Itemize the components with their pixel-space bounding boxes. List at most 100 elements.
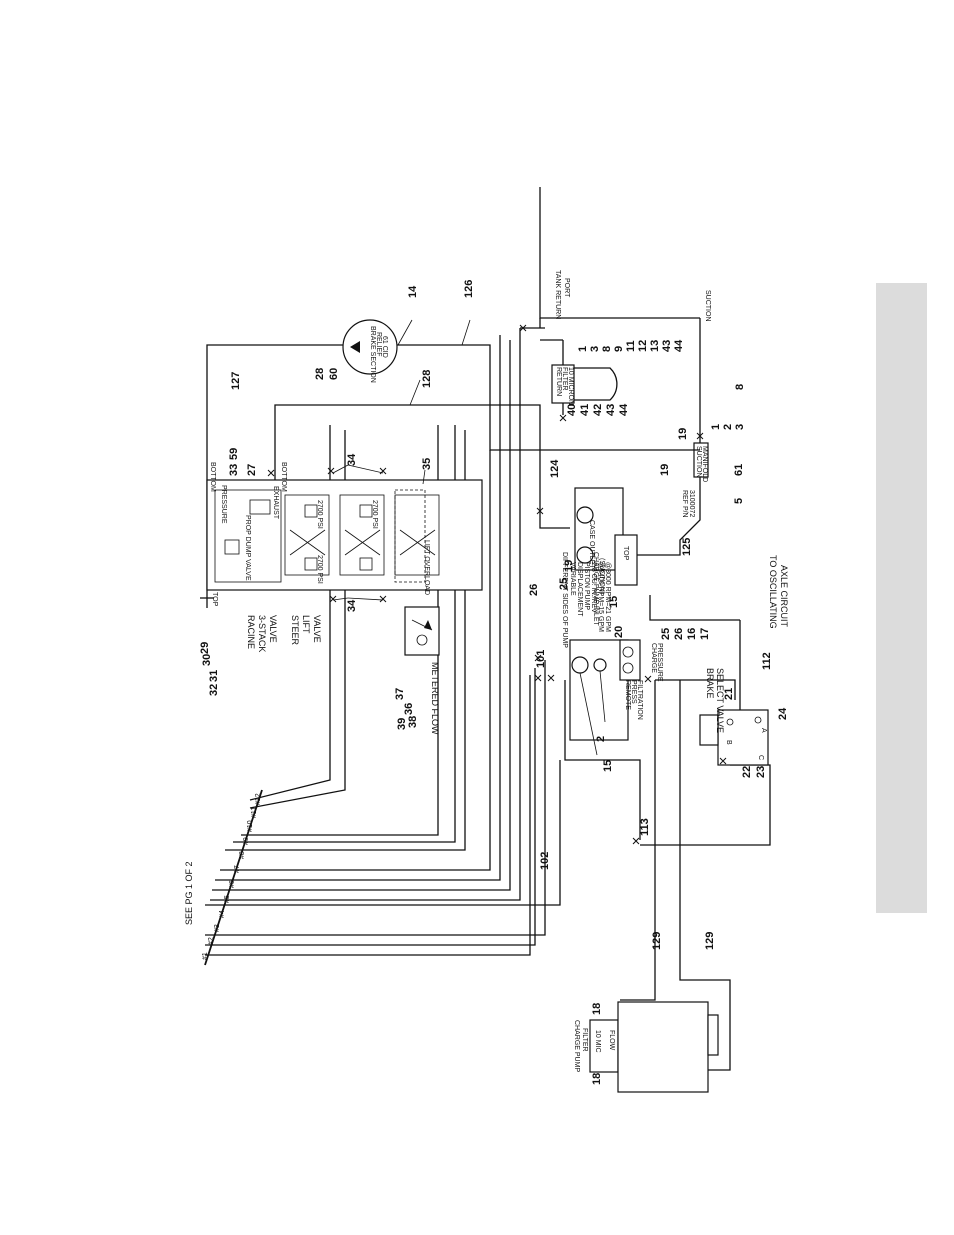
svg-text:PISTON PUMP: PISTON PUMP [583, 562, 590, 610]
svg-text:RELIEF: RELIEF [375, 332, 382, 357]
svg-text:B: B [725, 740, 732, 745]
svg-text:13: 13 [649, 340, 661, 352]
svg-text:TANK RETURN: TANK RETURN [554, 270, 561, 319]
svg-text:8: 8 [734, 384, 746, 390]
svg-text:32: 32 [208, 684, 220, 696]
svg-text:DISPLACEMENT: DISPLACEMENT [576, 562, 583, 617]
svg-text:#1: #1 [202, 952, 209, 960]
svg-text:30: 30 [201, 654, 213, 666]
svg-text:25: 25 [558, 578, 570, 590]
callout-numbers: 14 126 127 128 28 60 59 33 27 34 35 34 2… [199, 280, 789, 1085]
svg-text:18: 18 [591, 1003, 603, 1015]
svg-text:128: 128 [421, 370, 433, 388]
svg-text:PRESSURE: PRESSURE [220, 485, 227, 524]
svg-text:TOP: TOP [211, 592, 218, 607]
svg-text:LIFT: LIFT [301, 615, 311, 634]
steer-lift-title: STEER LIFT VALVE [290, 615, 322, 646]
svg-text:C: C [757, 755, 764, 760]
svg-text:CHARGE: CHARGE [650, 643, 657, 673]
svg-text:#2: #2 [208, 937, 215, 945]
svg-text:25: 25 [660, 628, 672, 640]
three-stack-valve: PRESSURE EXHAUST BOTTOM BOTTOM TOP PROP … [200, 462, 483, 608]
svg-text:44: 44 [673, 339, 685, 352]
svg-text:35: 35 [421, 458, 433, 470]
svg-text:@2400 RPM=15 GPM: @2400 RPM=15 GPM [597, 562, 604, 632]
svg-text:2700 PSI: 2700 PSI [316, 500, 323, 529]
svg-text:10 MIC: 10 MIC [594, 1030, 601, 1053]
spool-symbols [224, 499, 436, 571]
svg-text:@3000 RPM=21 GPM: @3000 RPM=21 GPM [604, 562, 611, 632]
svg-text:MANIFOLD: MANIFOLD [701, 446, 708, 482]
suction-label: SUCTION [704, 290, 711, 322]
svg-text:33: 33 [228, 464, 240, 476]
svg-text:PRESSURE: PRESSURE [656, 643, 663, 682]
svg-text:LIFT OVERLOAD: LIFT OVERLOAD [423, 540, 430, 595]
svg-text:DIFFERENT SIDES OF PUMP: DIFFERENT SIDES OF PUMP [561, 552, 568, 648]
svg-text:PROP DUMP VALVE: PROP DUMP VALVE [244, 515, 251, 581]
svg-text:#10: #10 [247, 820, 254, 832]
svg-text:126: 126 [463, 280, 475, 298]
svg-text:24: 24 [777, 707, 789, 720]
svg-text:FILTRATION: FILTRATION [636, 680, 643, 720]
svg-text:17: 17 [699, 628, 711, 640]
svg-text:#5: #5 [224, 895, 231, 903]
svg-text:11: 11 [625, 340, 637, 352]
svg-text:FLOW: FLOW [608, 1030, 615, 1051]
charge-pump-filter: CHARGE PUMP FILTER 10 MIC FLOW [573, 1001, 719, 1093]
svg-text:SUCTION: SUCTION [695, 446, 702, 478]
metered-flow: METERED FLOW [404, 606, 440, 735]
svg-text:#3: #3 [214, 924, 221, 932]
svg-text:19: 19 [677, 428, 689, 440]
svg-text:CASE OUTLET: CASE OUTLET [588, 520, 595, 569]
svg-text:42: 42 [592, 404, 604, 416]
svg-text:3-STACK: 3-STACK [257, 615, 267, 652]
svg-text:12: 12 [637, 340, 649, 352]
leader-lines [332, 319, 606, 756]
fitting-marks [267, 324, 727, 845]
svg-text:43: 43 [605, 404, 617, 416]
svg-text:34: 34 [346, 599, 358, 612]
svg-text:BOTTOM: BOTTOM [280, 462, 287, 492]
svg-text:59: 59 [228, 448, 240, 460]
svg-text:124: 124 [549, 459, 561, 478]
svg-text:REF P/N: REF P/N [681, 490, 688, 518]
svg-text:#11: #11 [251, 807, 258, 818]
svg-text:TOP: TOP [622, 546, 629, 561]
svg-text:BRAKE: BRAKE [705, 668, 715, 699]
oscillating-note: TO OSCILLATING AXLE CIRCUIT [768, 555, 789, 629]
svg-text:15: 15 [602, 760, 614, 772]
svg-text:REMOTE: REMOTE [624, 680, 631, 710]
svg-text:27: 27 [246, 464, 258, 476]
svg-text:2: 2 [722, 424, 734, 430]
svg-text:FILTER: FILTER [561, 367, 568, 391]
side-tab [876, 283, 927, 913]
svg-text:RACINE: RACINE [246, 615, 256, 649]
svg-text:METERED FLOW: METERED FLOW [430, 662, 440, 735]
svg-text:43: 43 [661, 340, 673, 352]
tank-return-port-label: TANK RETURN PORT [554, 270, 570, 319]
valve-title: RACINE 3-STACK VALVE [246, 615, 278, 652]
svg-text:19: 19 [659, 464, 671, 476]
svg-text:3: 3 [734, 424, 746, 430]
svg-text:VARIABLE: VARIABLE [569, 562, 576, 596]
svg-text:VALVE: VALVE [268, 615, 278, 643]
svg-text:SELECT VALVE: SELECT VALVE [715, 668, 725, 733]
svg-text:9: 9 [613, 346, 625, 352]
svg-text:39: 39 [396, 718, 408, 730]
svg-text:113: 113 [639, 818, 651, 836]
harness-bus [204, 789, 263, 966]
svg-text:BOTTOM: BOTTOM [209, 462, 216, 492]
see-page-note: SEE PG 1 OF 2 [184, 861, 194, 925]
svg-text:CHARGE PUMP: CHARGE PUMP [573, 1020, 580, 1072]
svg-text:A: A [760, 728, 767, 733]
svg-text:28: 28 [314, 368, 326, 380]
svg-text:STEER: STEER [290, 615, 300, 646]
suction-manifold: SUCTION MANIFOLD REF P/N 3100072 [681, 442, 709, 518]
svg-text:2700 PSI: 2700 PSI [371, 500, 378, 529]
svg-text:22: 22 [741, 766, 753, 778]
svg-text:2: 2 [595, 736, 607, 742]
svg-text:61 CID: 61 CID [381, 336, 388, 358]
svg-text:TO OSCILLATING: TO OSCILLATING [768, 555, 778, 629]
svg-text:2.8 CU. IN./REV: 2.8 CU. IN./REV [590, 562, 597, 613]
svg-text:VALVE: VALVE [312, 615, 322, 643]
